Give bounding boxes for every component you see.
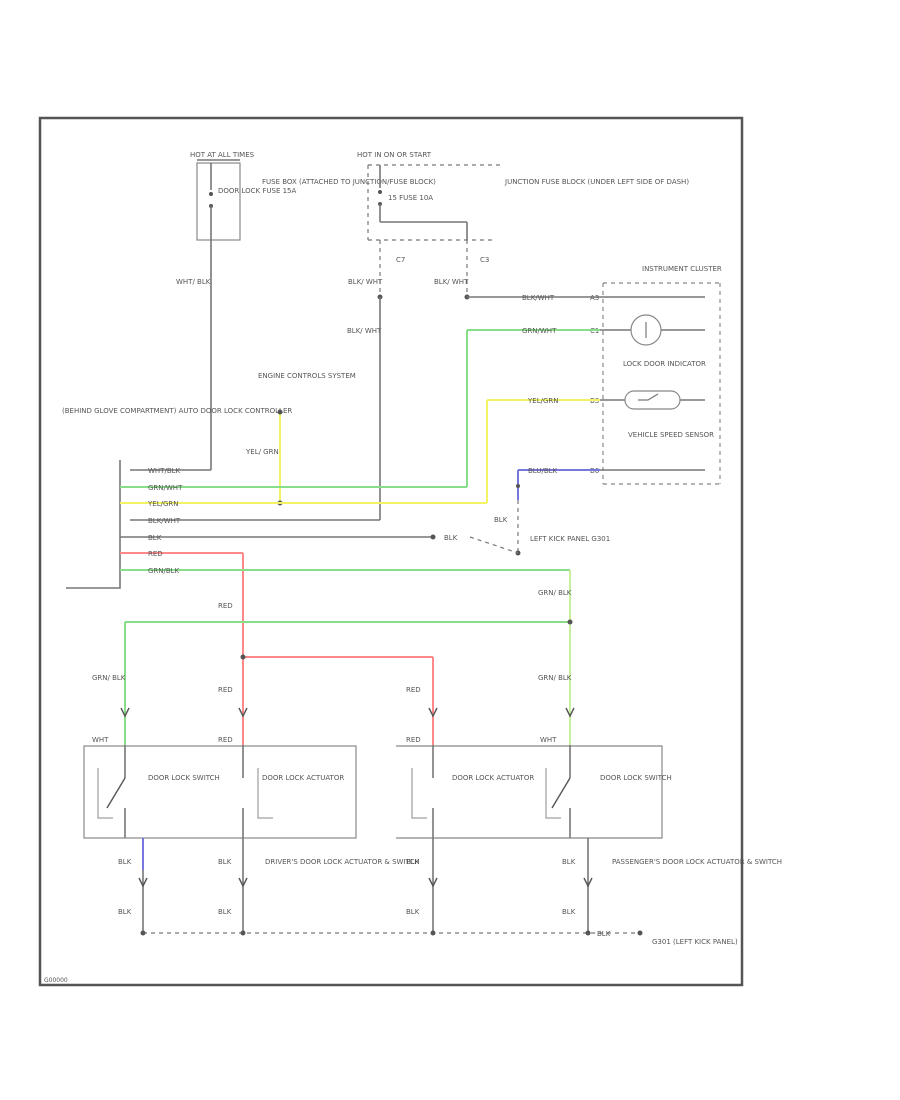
blk-node (430, 534, 436, 540)
blk-wht-label-1: BLK/ WHT (348, 278, 383, 286)
gnd-arrow-2 (238, 877, 248, 888)
blk-2b-label: BLK (218, 908, 232, 916)
blk-to-ground-dashed (469, 536, 519, 554)
door-lock-switch-label-l: DOOR LOCK SWITCH (148, 774, 220, 782)
blk-4b-label: BLK (562, 908, 576, 916)
instrument-cluster-label: INSTRUMENT CLUSTER (642, 265, 722, 273)
grn-blk-label-a: GRN/ BLK (538, 589, 572, 597)
blk-3b-label: BLK (406, 908, 420, 916)
pin-a3-label: A3 (590, 294, 599, 302)
conn-arrow-4 (565, 707, 575, 718)
lact-bracket (257, 768, 273, 819)
conn-arrow-3 (428, 707, 438, 718)
figure-id: G00000 (44, 977, 68, 984)
door-lock-actuator-label-r: DOOR LOCK ACTUATOR (452, 774, 534, 782)
fuse-box-outline (196, 162, 241, 241)
wire-yelgrn-label: YEL/GRN (147, 500, 178, 508)
ract-bracket (411, 768, 427, 819)
ic-yelgrn-label: YEL/GRN (527, 397, 558, 405)
grnblk-splice (567, 619, 573, 625)
gnd-arrow-1 (138, 877, 148, 888)
red-label-a: RED (218, 602, 233, 610)
wht-label-left: WHT (92, 736, 109, 744)
red-label-b: RED (218, 686, 233, 694)
drivers-door-label: DRIVER'S DOOR LOCK ACTUATOR & SWITCH (265, 858, 420, 866)
gnd-node-end (637, 930, 643, 936)
wire-grnblk-label: GRN/BLK (148, 567, 180, 575)
ic-grnwht-label: GRN/WHT (522, 327, 557, 335)
fuse-box-label: FUSE BOX (ATTACHED TO JUNCTION/FUSE BLOC… (262, 178, 436, 186)
fuse-15-label: 15 FUSE 10A (388, 194, 433, 202)
red-label-right: RED (406, 736, 421, 744)
blk-bottom-label: BLK (597, 930, 611, 938)
gnd-node-2 (240, 930, 246, 936)
wire-blkwht-label: BLK/WHT (148, 517, 181, 525)
rsw-bracket (545, 768, 561, 819)
lock-door-indicator-label: LOCK DOOR INDICATOR (623, 360, 706, 368)
wire-whtblk-label: WHT/BLK (148, 467, 181, 475)
lsw-bracket (97, 768, 113, 819)
gnd-arrow-4 (583, 877, 593, 888)
conn-c3-label: C3 (480, 256, 489, 264)
engine-controls-label: ENGINE CONTROLS SYSTEM (258, 372, 356, 380)
controller-label: (BEHIND GLOVE COMPARTMENT) AUTO DOOR LOC… (62, 407, 292, 415)
drivers-door-box (83, 745, 357, 839)
gnd-arrow-3 (428, 877, 438, 888)
red-label-c: RED (406, 686, 421, 694)
left-kick-panel-label: LEFT KICK PANEL G301 (530, 535, 610, 543)
conn-arrow-2 (238, 707, 248, 718)
wht-label-right: WHT (540, 736, 557, 744)
junction-block-label: JUNCTION FUSE BLOCK (UNDER LEFT SIDE OF … (504, 178, 689, 186)
blk-wht-label-3: BLK/ WHT (347, 327, 382, 335)
grn-blk-label-c: GRN/ BLK (538, 674, 572, 682)
blk-right-label: BLK (494, 516, 508, 524)
blk-4a-label: BLK (562, 858, 576, 866)
fuse-terminal-top (209, 192, 213, 196)
diagram-frame (38, 116, 744, 987)
grn-blk-label-b: GRN/ BLK (92, 674, 126, 682)
vehicle-speed-sensor-label: VEHICLE SPEED SENSOR (628, 431, 714, 439)
speed-sensor-contact (638, 393, 659, 401)
speed-sensor-icon (624, 390, 681, 410)
ic-blublk-label: BLU/BLK (528, 467, 558, 475)
fuse15-terminal-top (378, 190, 382, 194)
door-lock-actuator-label-l: DOOR LOCK ACTUATOR (262, 774, 344, 782)
yel-grn-label: YEL/ GRN (245, 448, 279, 456)
rsw-blade (551, 777, 571, 809)
door-lock-switch-label-r: DOOR LOCK SWITCH (600, 774, 672, 782)
ic-blkwht-label: BLK/WHT (522, 294, 555, 302)
red-splice (240, 654, 246, 660)
g301-bottom-label: G301 (LEFT KICK PANEL) (652, 938, 738, 946)
ground-node-a (516, 484, 520, 488)
gnd-node-3 (430, 930, 436, 936)
passengers-door-box (396, 745, 663, 839)
wire-grnwht-label: GRN/WHT (148, 484, 183, 492)
hot-at-all-times-label: HOT AT ALL TIMES (190, 151, 255, 159)
controller-outline (66, 460, 121, 589)
gnd-node-4 (585, 930, 591, 936)
blk-wht-label-2: BLK/ WHT (434, 278, 469, 286)
blk-3a-label: BLK (406, 858, 420, 866)
blk-lower-label: BLK (444, 534, 458, 542)
gnd-node-1 (140, 930, 146, 936)
hot-in-on-label: HOT IN ON OR START (357, 151, 432, 159)
wht-blk-label-1: WHT/ BLK (176, 278, 211, 286)
lsw-blade (106, 777, 126, 809)
wire-blk-label: BLK (148, 534, 162, 542)
blk-1b-label: BLK (118, 908, 132, 916)
engine-node-top (277, 409, 283, 415)
blk-1a-label: BLK (118, 858, 132, 866)
blk-2a-label: BLK (218, 858, 232, 866)
conn-c7-label: C7 (396, 256, 405, 264)
door-lock-fuse-label: DOOR LOCK FUSE 15A (218, 187, 297, 195)
wire-red-label: RED (148, 550, 163, 558)
conn-arrow-1 (120, 707, 130, 718)
red-label-left: RED (218, 736, 233, 744)
passengers-door-label: PASSENGER'S DOOR LOCK ACTUATOR & SWITCH (612, 858, 782, 866)
